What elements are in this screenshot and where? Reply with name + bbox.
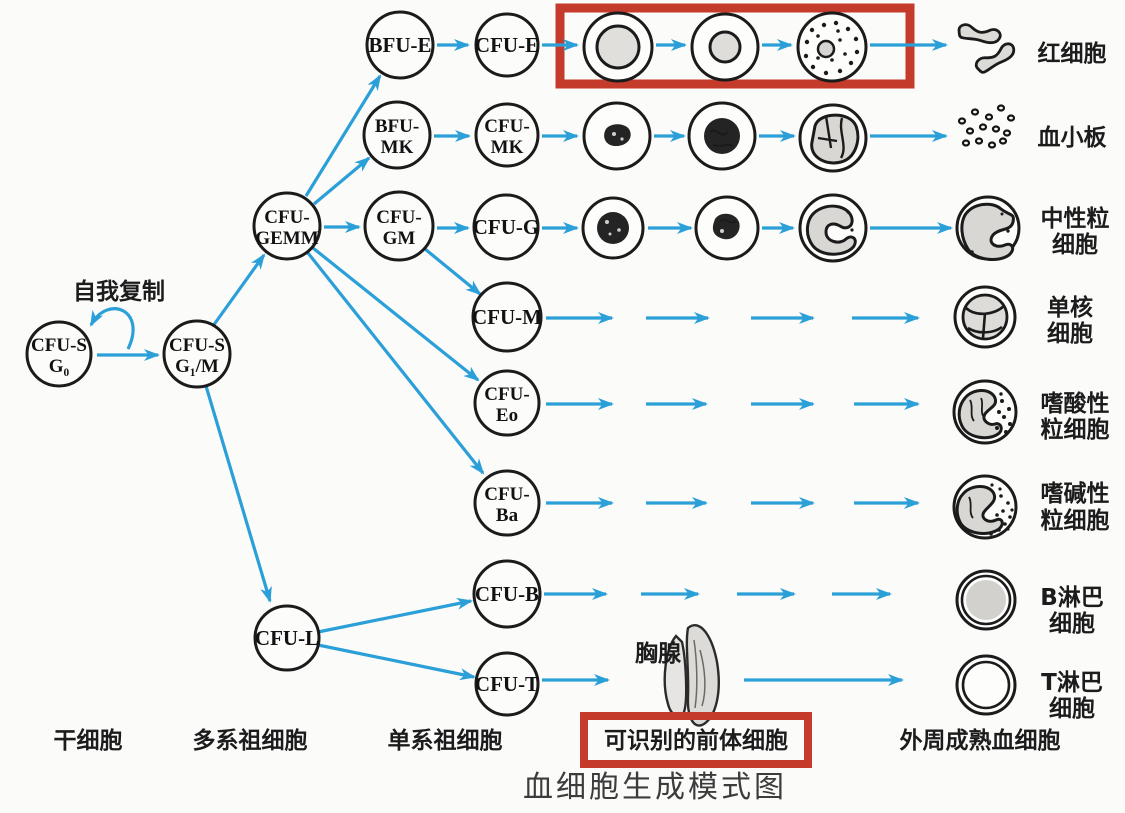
cell-t-lymphocyte [955, 654, 1017, 716]
label-monocyte-line1: 单核 [1047, 294, 1093, 321]
stage-label-single-lineage-progenitors: 单系祖细胞 [388, 727, 503, 754]
node-cfu-ba [473, 469, 541, 537]
cell-megakaryocyte-precursor-3 [798, 103, 868, 173]
label-self-renewal: 自我复制 [73, 278, 165, 305]
node-bfu-mk [362, 100, 432, 170]
node-cfu-m-label: CFU-M [472, 305, 542, 329]
node-bfu-e [365, 10, 435, 80]
arrow-cful-cfub [317, 597, 473, 634]
node-cfu-eo-line2: Eo [496, 405, 518, 426]
node-cfu-mk [474, 102, 540, 168]
node-cfu-s-g0-line2: G₀ [49, 356, 70, 377]
label-basophil-line2: 粒细胞 [1041, 507, 1110, 534]
node-cfu-e-label: CFU-E [475, 33, 539, 57]
cell-monocyte [953, 285, 1017, 349]
node-cfu-mk-line2: MK [491, 137, 524, 158]
arrow-gemm-cfuba [306, 252, 485, 475]
node-cfu-l-label: CFU-L [255, 626, 319, 650]
platelets-illustration [957, 104, 1016, 149]
arrow-gemm-bfumk [312, 156, 371, 206]
red-blood-cells-illustration [957, 23, 1016, 74]
arrow-gm-cfum [423, 247, 482, 296]
cell-megakaryocyte-precursor-1 [582, 101, 652, 171]
cell-erythroid-precursor-1 [582, 11, 654, 83]
node-cfu-m [471, 281, 543, 353]
node-cfu-s-g0 [25, 320, 93, 388]
label-b-lymphocyte-line2: 细胞 [1049, 610, 1095, 637]
node-cfu-s-g0-line1: CFU-S [31, 335, 87, 356]
stage-label-multilineage-progenitors: 多系祖细胞 [193, 727, 308, 754]
node-cfu-eo [473, 369, 541, 437]
cell-megakaryocyte-precursor-2 [687, 101, 757, 171]
cell-neutrophil [955, 195, 1021, 262]
label-eosinophil-line2: 粒细胞 [1041, 416, 1110, 443]
label-neutrophil-line1: 中性粒 [1041, 205, 1110, 232]
node-cfu-t-label: CFU-T [475, 672, 539, 696]
cell-granulocyte-precursor-1 [581, 196, 645, 260]
label-t-lymphocyte-line2: 细胞 [1049, 695, 1095, 722]
arrow-gemm-bfue [304, 74, 382, 197]
node-cfu-eo-line1: CFU- [484, 384, 529, 405]
node-cfu-s-g1m-line2: G₁/M [175, 356, 219, 377]
thymus-illustration [663, 624, 720, 727]
diagram-title: 血细胞生成模式图 [523, 770, 787, 805]
node-cfu-gemm-line2: GEMM [255, 228, 318, 249]
node-cfu-gemm [252, 191, 322, 261]
cell-granulocyte-precursor-3 [798, 193, 868, 263]
cell-granulocyte-precursor-2 [694, 195, 760, 261]
node-cfu-gm-line2: GM [383, 228, 416, 249]
arrow-self-renewal-loop [89, 307, 135, 350]
arrow-g1m-cful [204, 385, 272, 603]
label-basophil-line1: 嗜碱性 [1041, 480, 1110, 507]
node-bfu-mk-line1: BFU- [375, 116, 419, 137]
node-cfu-s-g1m-line1: CFU-S [169, 335, 225, 356]
node-cfu-g-label: CFU-G [473, 215, 540, 239]
node-cfu-gm [363, 190, 435, 262]
label-monocyte-line2: 细胞 [1047, 320, 1093, 347]
highlight-box-recognizable-precursor-label [580, 712, 812, 768]
label-neutrophil-line2: 细胞 [1052, 231, 1098, 258]
cell-erythroid-precursor-3 [796, 11, 868, 83]
label-eosinophil-line1: 嗜酸性 [1041, 391, 1110, 417]
cell-b-lymphocyte [955, 569, 1017, 631]
node-cfu-e [474, 12, 540, 78]
node-cfu-t [474, 651, 540, 717]
arrow-g1m-gemm [211, 253, 266, 327]
arrows [89, 39, 953, 686]
node-cfu-l [253, 604, 321, 672]
stage-label-stem-cells: 干细胞 [54, 727, 123, 754]
node-bfu-mk-line2: MK [381, 137, 414, 158]
node-cfu-g [472, 193, 540, 261]
node-cfu-b [472, 559, 542, 629]
node-cfu-b-label: CFU-B [475, 582, 539, 606]
node-bfu-e-label: BFU-E [369, 33, 432, 57]
cell-eosinophil [952, 379, 1018, 445]
node-cfu-ba-line2: Ba [496, 505, 519, 526]
node-cfu-ba-line1: CFU- [484, 484, 529, 505]
node-cfu-gm-line1: CFU- [376, 207, 421, 228]
node-cfu-mk-line1: CFU- [484, 116, 529, 137]
label-rbc: 红细胞 [1038, 40, 1107, 67]
label-thymus: 胸腺 [635, 640, 682, 667]
stage-label-recognizable-precursors: 可识别的前体细胞 [604, 727, 788, 754]
node-cfu-s-g1m [162, 319, 232, 389]
label-t-lymphocyte-line1: T淋巴 [1041, 670, 1103, 696]
cell-erythroid-precursor-2 [690, 12, 760, 82]
node-cfu-gemm-line1: CFU- [264, 207, 309, 228]
progenitor-nodes: CFU-S G₀ CFU-S G₁/M CFU- GEMM CFU-L BFU-… [25, 10, 543, 717]
label-b-lymphocyte-line1: B淋巴 [1040, 585, 1104, 611]
label-platelet: 血小板 [1038, 124, 1108, 151]
arrow-gemm-cfueo [312, 246, 480, 382]
arrow-cful-cfut [317, 643, 476, 681]
cell-basophil [952, 474, 1018, 540]
stage-label-peripheral-mature-cells: 外周成熟血细胞 [900, 727, 1061, 754]
